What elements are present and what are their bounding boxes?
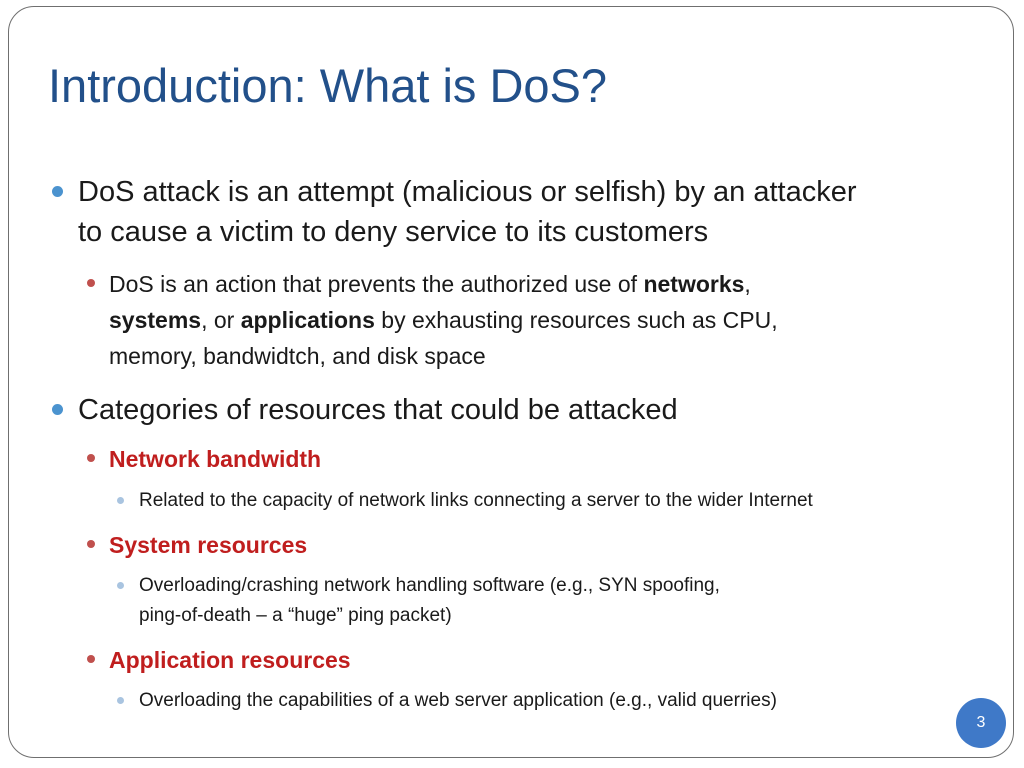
category-label: Application resources <box>109 647 351 673</box>
detail-line: Overloading/crashing network handling so… <box>139 575 720 596</box>
text-run: DoS is an action that prevents the autho… <box>109 271 644 297</box>
text-run: by exhausting resources such as CPU, <box>374 307 778 333</box>
detail-line: ping-of-death – a “huge” ping packet) <box>139 605 452 626</box>
bullet-dot-icon <box>117 697 124 704</box>
text-run: , <box>744 271 751 297</box>
subbullet-dos-action: DoS is an action that prevents the autho… <box>87 266 989 374</box>
bullet-dos-attack: DoS attack is an attempt (malicious or s… <box>52 172 998 252</box>
bullet-dot-icon <box>52 404 63 415</box>
slide-title: Introduction: What is DoS? <box>48 59 608 112</box>
detail-network-bandwidth: Related to the capacity of network links… <box>117 486 1009 516</box>
category-application-resources: Application resources <box>87 642 989 678</box>
category-system-resources: System resources <box>87 527 989 563</box>
bullet-text-line: Categories of resources that could be at… <box>78 394 678 426</box>
bullet-categories: Categories of resources that could be at… <box>52 390 998 430</box>
bullet-dot-icon <box>87 540 95 548</box>
bullet-dot-icon <box>117 497 124 504</box>
detail-line: Related to the capacity of network links… <box>139 490 813 511</box>
bullet-dot-icon <box>52 186 63 197</box>
bullet-dot-icon <box>87 454 95 462</box>
bullet-text-line: to cause a victim to deny service to its… <box>78 216 709 248</box>
subbullet-line: systems, or applications by exhausting r… <box>109 302 989 338</box>
subbullet-line: memory, bandwidtch, and disk space <box>109 343 486 369</box>
text-run: , or <box>201 307 241 333</box>
subbullet-line: DoS is an action that prevents the autho… <box>109 266 989 302</box>
category-label: Network bandwidth <box>109 446 322 472</box>
detail-line: Overloading the capabilities of a web se… <box>139 690 777 711</box>
bold-term-networks: networks <box>643 271 745 297</box>
category-label: System resources <box>109 532 308 558</box>
category-network-bandwidth: Network bandwidth <box>87 441 989 477</box>
detail-system-resources: Overloading/crashing network handling so… <box>117 571 1009 631</box>
detail-application-resources: Overloading the capabilities of a web se… <box>117 686 1009 716</box>
slide-frame <box>8 6 1014 758</box>
bullet-text-line: DoS attack is an attempt (malicious or s… <box>78 176 857 208</box>
page-number-badge: 3 <box>956 698 1006 748</box>
bold-term-systems: systems <box>109 307 202 333</box>
bullet-dot-icon <box>87 655 95 663</box>
bullet-dot-icon <box>117 582 124 589</box>
bold-term-applications: applications <box>240 307 375 333</box>
bullet-dot-icon <box>87 279 95 287</box>
